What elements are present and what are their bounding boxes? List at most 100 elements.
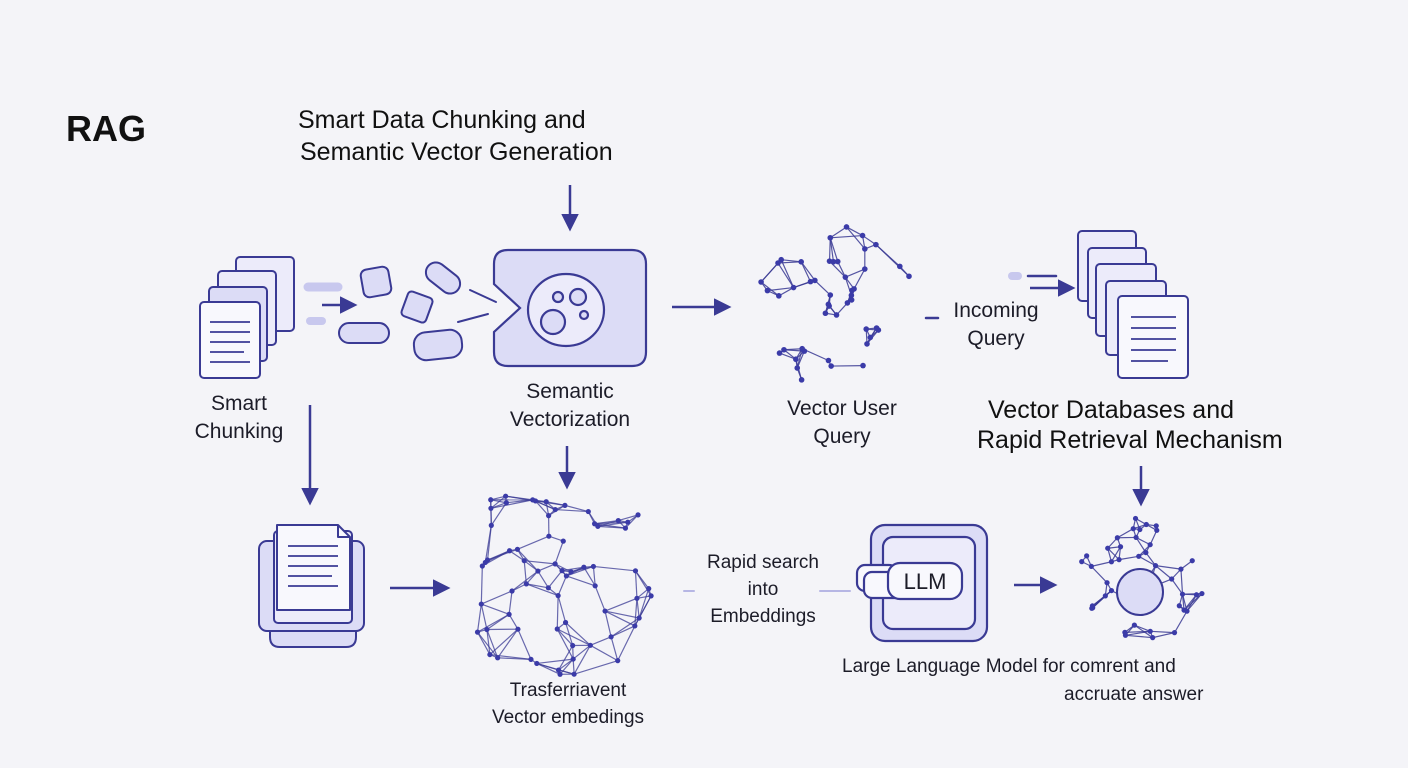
mesh-edge	[634, 595, 652, 627]
label-transferriavent-embeddings: Trasferriavent Vector embedings	[468, 677, 668, 731]
llm-chip-icon	[855, 523, 989, 643]
mesh-edge	[597, 525, 626, 529]
mesh-node	[799, 345, 805, 352]
mesh-node	[484, 626, 490, 633]
label-line: Query	[967, 327, 1025, 350]
heading-vector-databases-line2: Rapid Retrieval Mechanism	[977, 426, 1283, 454]
mesh-node	[764, 287, 771, 294]
mesh-node	[830, 258, 837, 265]
mesh-edge	[783, 348, 803, 351]
mesh-edge	[1155, 565, 1173, 580]
mesh-node	[1102, 593, 1108, 599]
mesh-node	[1079, 559, 1085, 565]
mesh-node	[563, 573, 570, 579]
mesh-node	[509, 588, 515, 594]
mesh-edge	[604, 610, 636, 627]
mesh-edge	[814, 279, 831, 296]
mesh-node	[562, 619, 569, 626]
mesh-edge	[610, 617, 640, 638]
mesh-node	[825, 301, 832, 308]
mesh-node	[506, 548, 513, 554]
heading-vector-databases: Vector Databases and	[988, 396, 1234, 424]
mesh-node	[843, 224, 850, 230]
mesh-node	[1169, 576, 1175, 582]
mesh-edge	[558, 658, 574, 671]
mesh-edge	[829, 237, 835, 262]
mesh-node	[552, 561, 558, 567]
mesh-node	[827, 234, 834, 241]
mesh-edge	[760, 281, 780, 297]
mesh-node	[1152, 563, 1159, 569]
mesh-edge	[777, 261, 802, 264]
mesh-node	[1189, 558, 1195, 564]
mesh-edge	[566, 566, 585, 577]
heading-line: Smart Data Chunking and	[298, 106, 586, 134]
mesh-edge	[565, 622, 591, 646]
mesh-edge	[566, 575, 596, 587]
mesh-node	[1179, 591, 1186, 597]
mesh-edge	[846, 226, 863, 237]
flow-arrows	[301, 185, 1150, 597]
mesh-node	[1193, 592, 1200, 598]
mesh-node	[1136, 553, 1142, 559]
mesh-edge	[1124, 630, 1151, 633]
mesh-node	[634, 595, 640, 601]
mesh-edge	[604, 597, 638, 612]
label-incoming-query: Incoming Query	[943, 297, 1049, 353]
vector-mesh-icon	[758, 224, 912, 383]
mesh-edge	[592, 566, 596, 586]
mesh-edge	[1145, 552, 1157, 567]
mesh-node	[545, 585, 551, 591]
mesh-edge	[564, 504, 589, 513]
mesh-edge	[634, 570, 652, 597]
mesh-edge	[767, 286, 794, 292]
mesh-edge	[1155, 565, 1182, 570]
mesh-edge	[1125, 634, 1153, 639]
mesh-node	[506, 611, 512, 617]
mesh-node	[528, 656, 534, 662]
label-line: Embeddings	[710, 606, 816, 627]
mesh-edge	[800, 261, 816, 281]
label-line: Vector embedings	[491, 707, 645, 728]
mesh-node	[781, 346, 787, 353]
mesh-node	[1114, 535, 1120, 541]
mesh-edge	[554, 540, 564, 565]
mesh-edge	[780, 259, 795, 288]
mesh-edge	[593, 565, 636, 572]
sphere-core	[1116, 568, 1164, 616]
mesh-edge	[555, 508, 589, 513]
mesh-node	[1131, 622, 1137, 628]
mesh-edge	[793, 281, 811, 289]
mesh-node	[793, 356, 799, 363]
mesh-edge	[590, 644, 619, 662]
mesh-edge	[1134, 624, 1151, 632]
mesh-node	[1089, 603, 1096, 609]
mesh-node	[532, 498, 539, 504]
mesh-edge	[559, 658, 574, 675]
mesh-edge	[636, 598, 640, 619]
mesh-edge	[594, 520, 619, 525]
mesh-edge	[610, 625, 636, 638]
mesh-node	[851, 286, 857, 292]
mesh-node	[615, 658, 621, 664]
mesh-node	[1108, 587, 1115, 594]
mesh-node	[625, 519, 631, 525]
page-title: RAG	[66, 108, 146, 149]
mesh-edge	[1150, 630, 1175, 634]
mesh-edge	[517, 548, 539, 572]
heading-chunking-vector-generation-line2: Semantic Vector Generation	[300, 138, 613, 166]
mesh-edge	[486, 629, 491, 655]
mesh-node	[1171, 630, 1178, 636]
mesh-edge	[1135, 536, 1151, 546]
mesh-node	[1132, 515, 1139, 522]
heading-chunking-vector-generation: Smart Data Chunking and	[298, 104, 586, 136]
mesh-node	[827, 292, 834, 298]
mesh-edge	[1118, 555, 1139, 561]
mesh-node	[546, 533, 552, 539]
mesh-edge	[1117, 528, 1134, 539]
mesh-node	[862, 266, 868, 272]
mesh-node	[1122, 629, 1128, 635]
mesh-node	[622, 525, 629, 531]
